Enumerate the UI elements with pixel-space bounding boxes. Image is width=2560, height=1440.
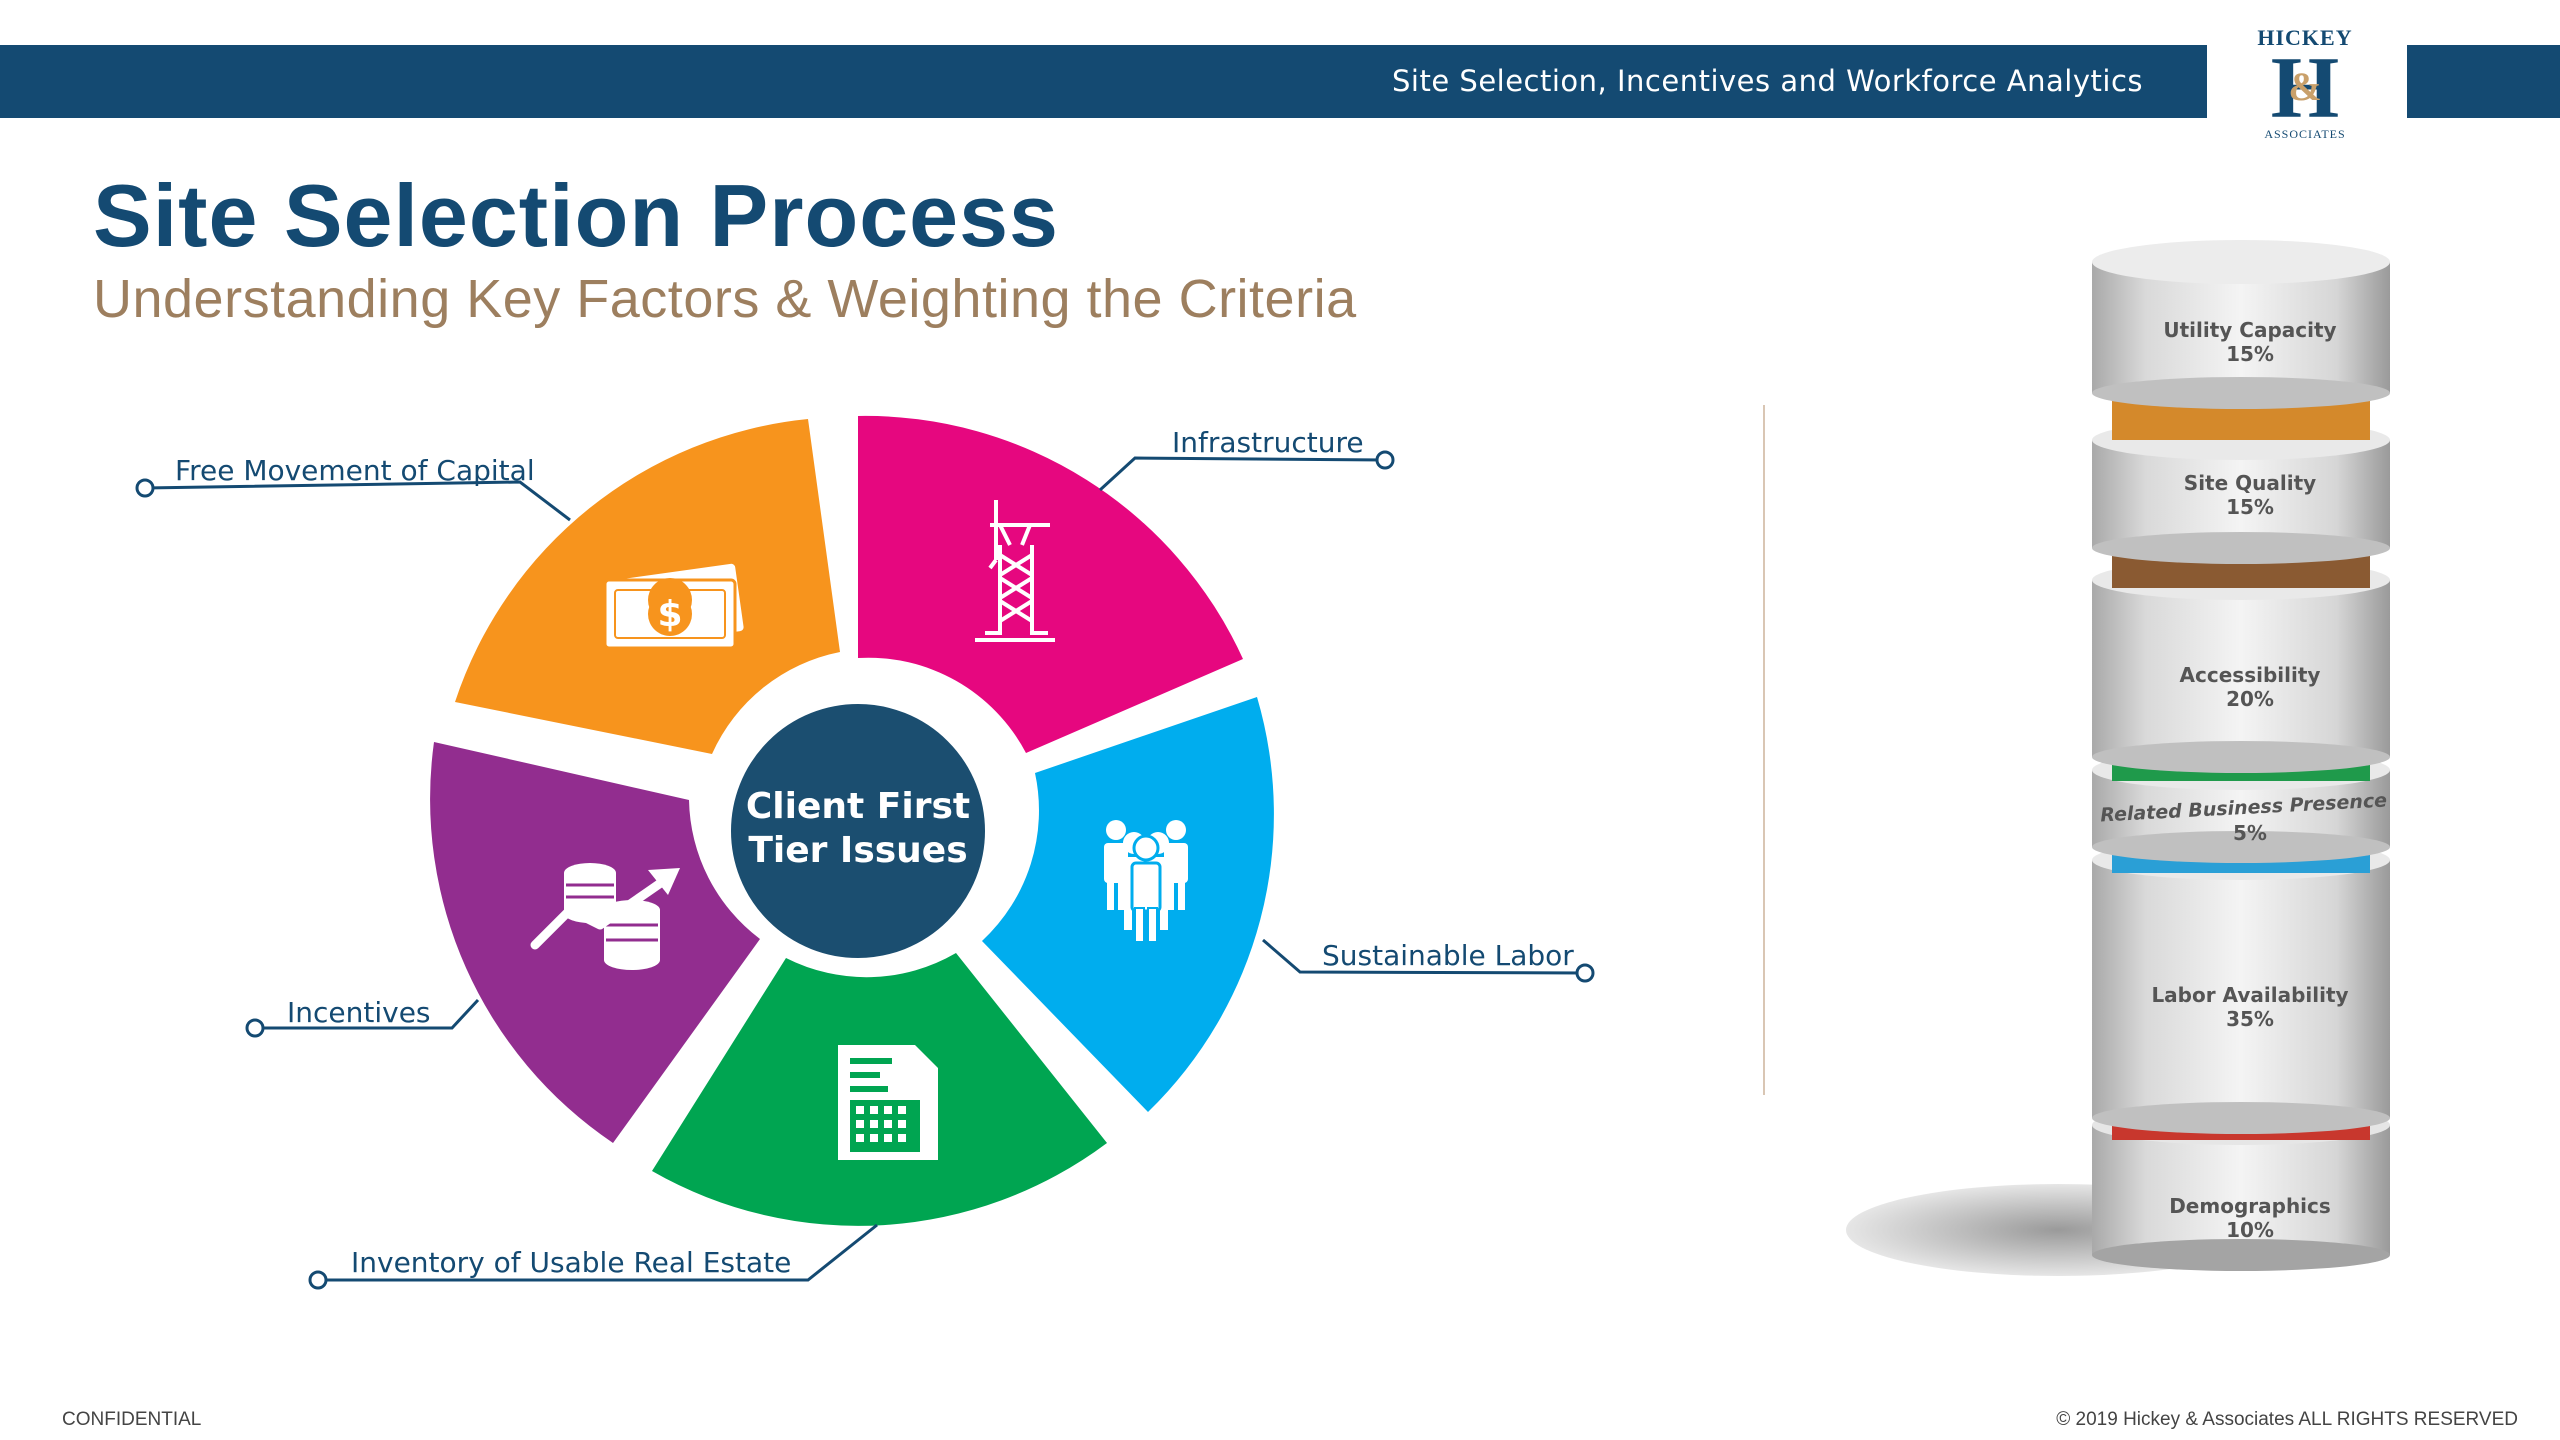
logo-ampersand: & bbox=[2288, 64, 2322, 109]
coins-growth-icon bbox=[530, 863, 680, 970]
building-document-icon bbox=[838, 1045, 938, 1160]
stack-layer-percent: 20% bbox=[2226, 687, 2274, 711]
company-logo: HICKEY H & ASSOCIATES bbox=[2245, 25, 2365, 150]
stack-layer-name: Labor Availability bbox=[2151, 983, 2348, 1007]
label-incentives: Incentives bbox=[287, 996, 431, 1029]
stack-layer-percent: 5% bbox=[2233, 821, 2267, 845]
logo-top-text: HICKEY bbox=[2257, 25, 2353, 50]
center-label-line2: Tier Issues bbox=[748, 830, 967, 871]
stack-layer-percent: 15% bbox=[2226, 495, 2274, 519]
page-title: Site Selection Process bbox=[93, 166, 1059, 265]
logo-mark: H & bbox=[2263, 40, 2347, 137]
wheel-center bbox=[721, 694, 995, 968]
header-band: Site Selection, Incentives and Workforce… bbox=[0, 45, 2207, 118]
stack-layer-name: Site Quality bbox=[2184, 471, 2316, 495]
dollar-bill-icon: $ bbox=[603, 563, 744, 650]
center-label-line1: Client First bbox=[746, 786, 970, 827]
label-infrastructure: Infrastructure bbox=[1172, 426, 1364, 459]
footer-confidential: CONFIDENTIAL bbox=[62, 1409, 202, 1430]
svg-text:$: $ bbox=[657, 594, 682, 635]
header-band-right bbox=[2407, 45, 2560, 118]
crane-tower-icon bbox=[975, 500, 1055, 642]
callouts bbox=[135, 450, 1595, 1290]
weighting-stack: Utility Capacity 15% Site Quality 15% Ac… bbox=[1846, 240, 2390, 1276]
stack-layer-name: Accessibility bbox=[2180, 663, 2321, 687]
label-real-estate: Inventory of Usable Real Estate bbox=[351, 1246, 791, 1279]
header-tagline: Site Selection, Incentives and Workforce… bbox=[1392, 64, 2143, 98]
section-divider bbox=[1763, 405, 1765, 1095]
page-subtitle: Understanding Key Factors & Weighting th… bbox=[93, 269, 1357, 329]
footer-copyright: © 2019 Hickey & Associates ALL RIGHTS RE… bbox=[2056, 1409, 2518, 1430]
label-sustainable-labor: Sustainable Labor bbox=[1322, 939, 1574, 972]
stack-layer-name: Demographics bbox=[2169, 1194, 2331, 1218]
stack-layer-percent: 10% bbox=[2226, 1218, 2274, 1242]
stack-layer-percent: 35% bbox=[2226, 1007, 2274, 1031]
segment-infrastructure bbox=[858, 415, 1243, 753]
workforce-people-icon bbox=[1104, 820, 1188, 943]
stack-layer-percent: 15% bbox=[2226, 342, 2274, 366]
segment-incentives bbox=[430, 742, 760, 1143]
label-free-movement-of-capital: Free Movement of Capital bbox=[175, 454, 535, 487]
stack-layer-name: Utility Capacity bbox=[2163, 318, 2336, 342]
logo-bottom-text: ASSOCIATES bbox=[2264, 127, 2346, 141]
logo-letter-h: H bbox=[2270, 40, 2340, 137]
